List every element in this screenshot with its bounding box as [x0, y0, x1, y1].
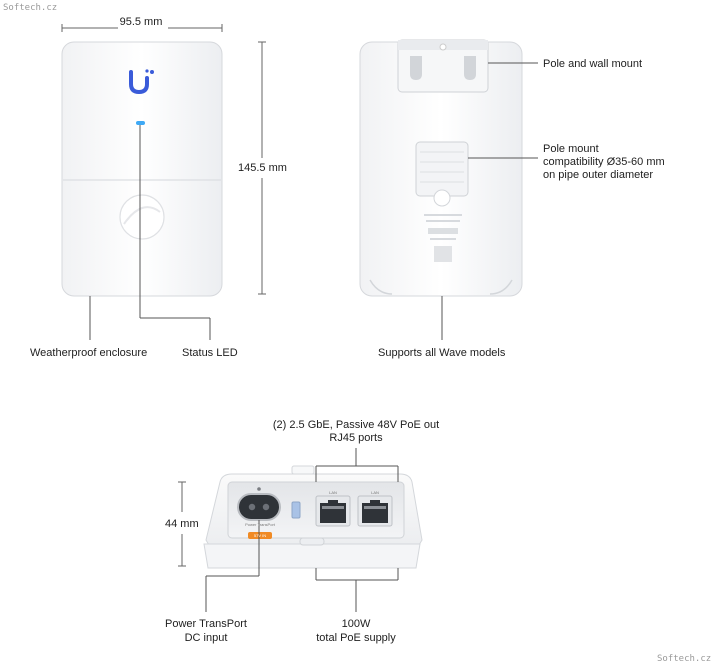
back-device: [359, 39, 538, 340]
compat-line-1: Pole mount: [543, 143, 599, 155]
status-led-label: Status LED: [182, 347, 238, 359]
mount-label: Pole and wall mount: [543, 58, 643, 70]
front-width-label: 95.5 mm: [119, 16, 163, 28]
bottom-device: [178, 448, 423, 612]
rj45-port-1: [315, 495, 351, 527]
watermark-top: Softech.cz: [3, 3, 58, 13]
dc-line-2: DC input: [184, 632, 228, 644]
front-device: [61, 24, 266, 340]
compat-line-3: on pipe outer diameter: [543, 169, 654, 181]
rj45-1-label: LAN: [329, 490, 337, 495]
poe-line-1: 100W: [341, 618, 371, 630]
supports-label: Supports all Wave models: [378, 347, 506, 359]
watermark-bottom: Softech.cz: [657, 654, 712, 664]
front-height-label: 145.5 mm: [238, 162, 287, 174]
rj45-2-label: LAN: [371, 490, 379, 495]
compat-line-2: compatibility Ø35-60 mm: [543, 156, 665, 168]
port-badge: 57V IN: [253, 533, 267, 538]
enclosure-label: Weatherproof enclosure: [30, 347, 148, 359]
power-badge-icon: [248, 532, 272, 539]
rj45-port-2: [357, 495, 393, 527]
dc-line-1: Power TransPort: [165, 618, 247, 630]
poe-line-2: total PoE supply: [316, 632, 396, 644]
port-tag: Power TransPort: [245, 522, 275, 527]
status-led-icon: [136, 121, 145, 125]
ports-line-1: (2) 2.5 GbE, Passive 48V PoE out: [272, 419, 440, 431]
bottom-height-label: 44 mm: [165, 518, 199, 530]
ports-line-2: RJ45 ports: [329, 432, 383, 444]
ubiquiti-logo-icon: [129, 69, 154, 95]
